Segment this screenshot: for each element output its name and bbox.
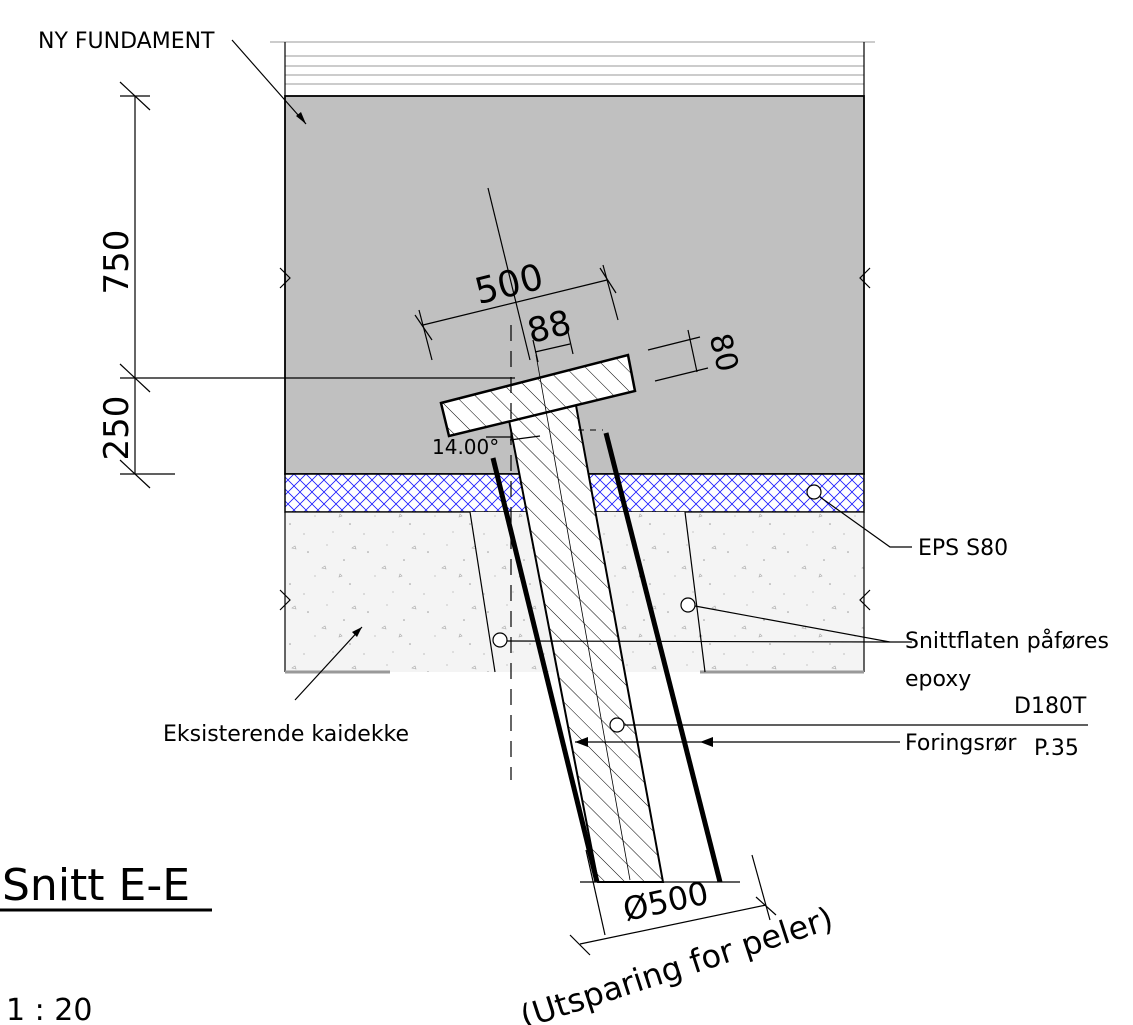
vertical-dimensions: 750 250 <box>97 81 515 489</box>
break-marks <box>279 267 871 611</box>
scale-label: 1 : 20 <box>6 993 92 1025</box>
label-ny-fundament: NY FUNDAMENT <box>38 29 215 54</box>
surface-lines <box>270 41 875 96</box>
label-foringsror: Foringsrør <box>905 731 1017 756</box>
label-epoxy: epoxy <box>905 667 971 692</box>
label-eksisterende: Eksisterende kaidekke <box>163 722 409 747</box>
dim-250: 250 <box>97 396 137 461</box>
dim-80-group: 80 <box>647 329 745 382</box>
dim-750: 750 <box>97 230 137 295</box>
casing-tube-right <box>603 432 723 883</box>
label-p35: P.35 <box>1034 736 1079 761</box>
angle-group: 14.00° <box>432 435 541 459</box>
section-title: Snitt E-E <box>2 860 190 911</box>
dim-angle: 14.00° <box>432 435 499 459</box>
pile-head-plate <box>439 353 637 438</box>
dim-diameter-group: Ø500 (Utsparing for peler) <box>516 849 838 1025</box>
casing-tube-left <box>490 457 600 883</box>
label-snittflaten: Snittflaten påføres <box>905 628 1109 654</box>
label-eps: EPS S80 <box>918 536 1008 561</box>
leaders <box>231 39 1088 747</box>
label-d180t: D180T <box>1014 694 1087 719</box>
